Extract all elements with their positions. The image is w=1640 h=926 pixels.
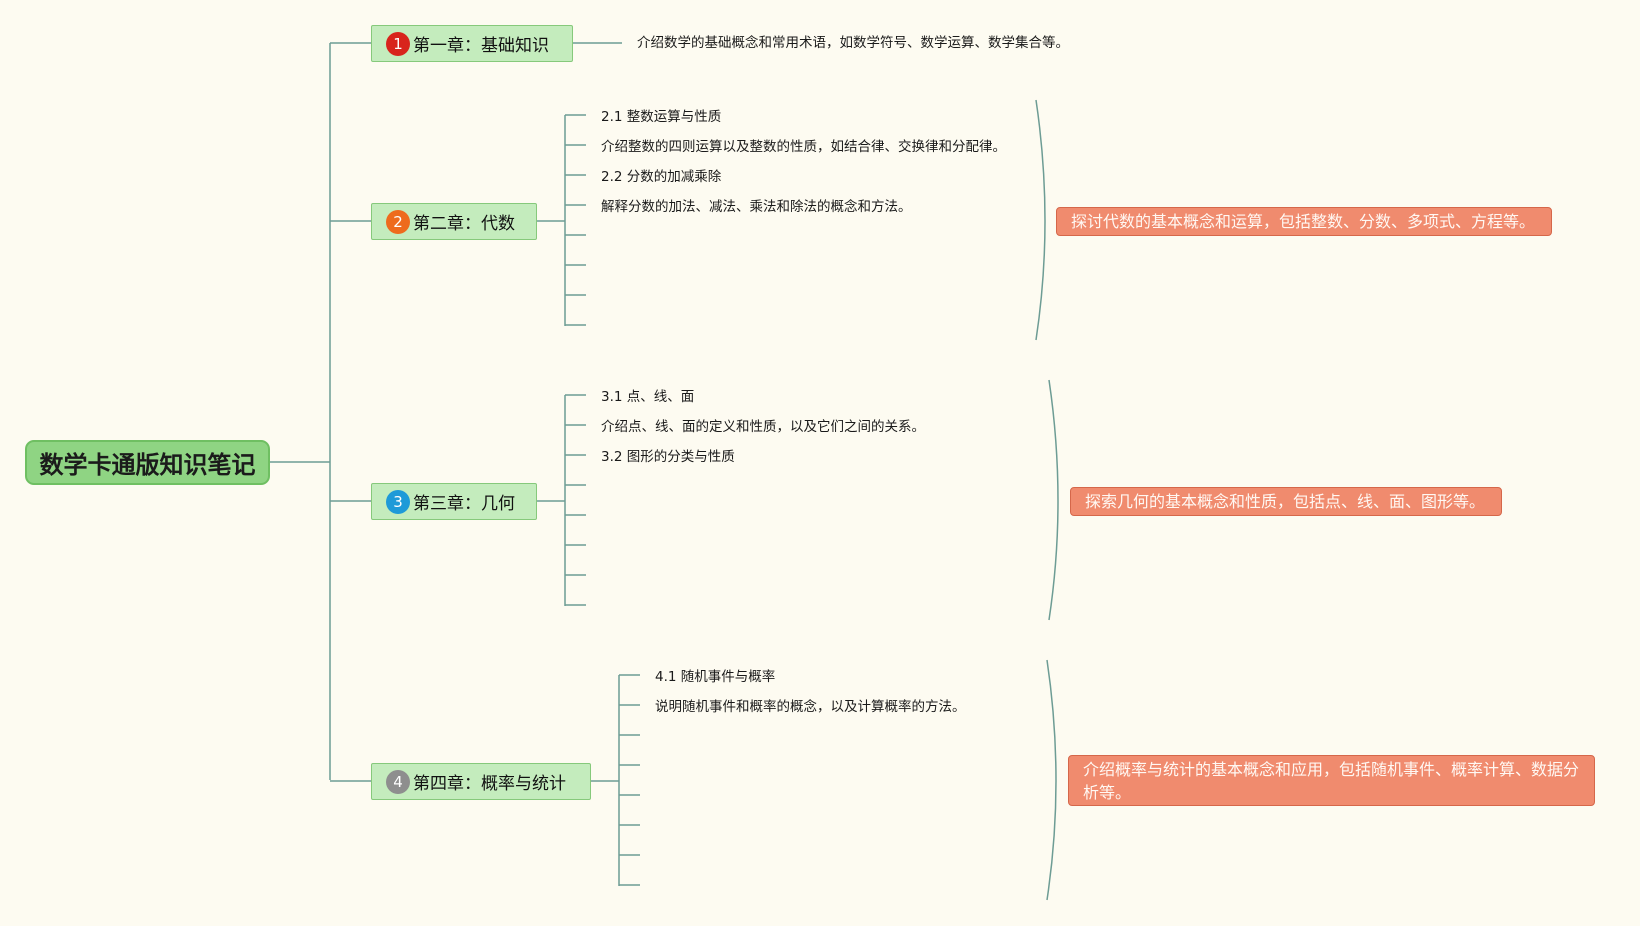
chapter-3-topic[interactable]: 3 第三章：几何 — [371, 483, 537, 520]
chapter-2-label: 第二章：代数 — [413, 214, 515, 234]
summary-brace-2 — [1035, 99, 1046, 341]
chapter-3-item-1[interactable]: 3.1 点、线、面 — [601, 389, 695, 405]
chapter-4-topic[interactable]: 4 第四章：概率与统计 — [371, 763, 591, 800]
chapter-2-item-4[interactable]: 解释分数的加法、减法、乘法和除法的概念和方法。 — [601, 199, 912, 215]
root-topic[interactable]: 数学卡通版知识笔记 — [25, 440, 270, 485]
chapter-4-summary[interactable]: 介绍概率与统计的基本概念和应用，包括随机事件、概率计算、数据分析等。 — [1068, 755, 1595, 806]
chapter-1-label: 第一章：基础知识 — [413, 36, 549, 56]
chapter-4-label: 第四章：概率与统计 — [413, 774, 566, 794]
chapter-2-topic[interactable]: 2 第二章：代数 — [371, 203, 537, 240]
number-3-icon: 3 — [386, 489, 410, 514]
chapter-2-item-2[interactable]: 介绍整数的四则运算以及整数的性质，如结合律、交换律和分配律。 — [601, 139, 1006, 155]
chapter-1-item[interactable]: 介绍数学的基础概念和常用术语，如数学符号、数学运算、数学集合等。 — [637, 35, 1069, 51]
chapter-1-topic[interactable]: 1 第一章：基础知识 — [371, 25, 573, 62]
summary-brace-3 — [1048, 379, 1059, 621]
chapter-3-summary[interactable]: 探索几何的基本概念和性质，包括点、线、面、图形等。 — [1070, 487, 1502, 516]
number-1-icon: 1 — [386, 31, 410, 56]
chapter-2-item-3[interactable]: 2.2 分数的加减乘除 — [601, 169, 722, 185]
chapter-2-item-1[interactable]: 2.1 整数运算与性质 — [601, 109, 722, 125]
chapter-4-item-2[interactable]: 说明随机事件和概率的概念，以及计算概率的方法。 — [655, 699, 966, 715]
number-2-icon: 2 — [386, 209, 410, 234]
summary-brace-4 — [1046, 659, 1057, 901]
root-topic-label: 数学卡通版知识笔记 — [39, 451, 256, 479]
chapter-2-summary[interactable]: 探讨代数的基本概念和运算，包括整数、分数、多项式、方程等。 — [1056, 207, 1552, 236]
chapter-3-label: 第三章：几何 — [413, 494, 515, 514]
number-4-icon: 4 — [386, 769, 410, 794]
chapter-4-item-1[interactable]: 4.1 随机事件与概率 — [655, 669, 776, 685]
chapter-3-item-2[interactable]: 介绍点、线、面的定义和性质，以及它们之间的关系。 — [601, 419, 925, 435]
chapter-3-item-3[interactable]: 3.2 图形的分类与性质 — [601, 449, 735, 465]
